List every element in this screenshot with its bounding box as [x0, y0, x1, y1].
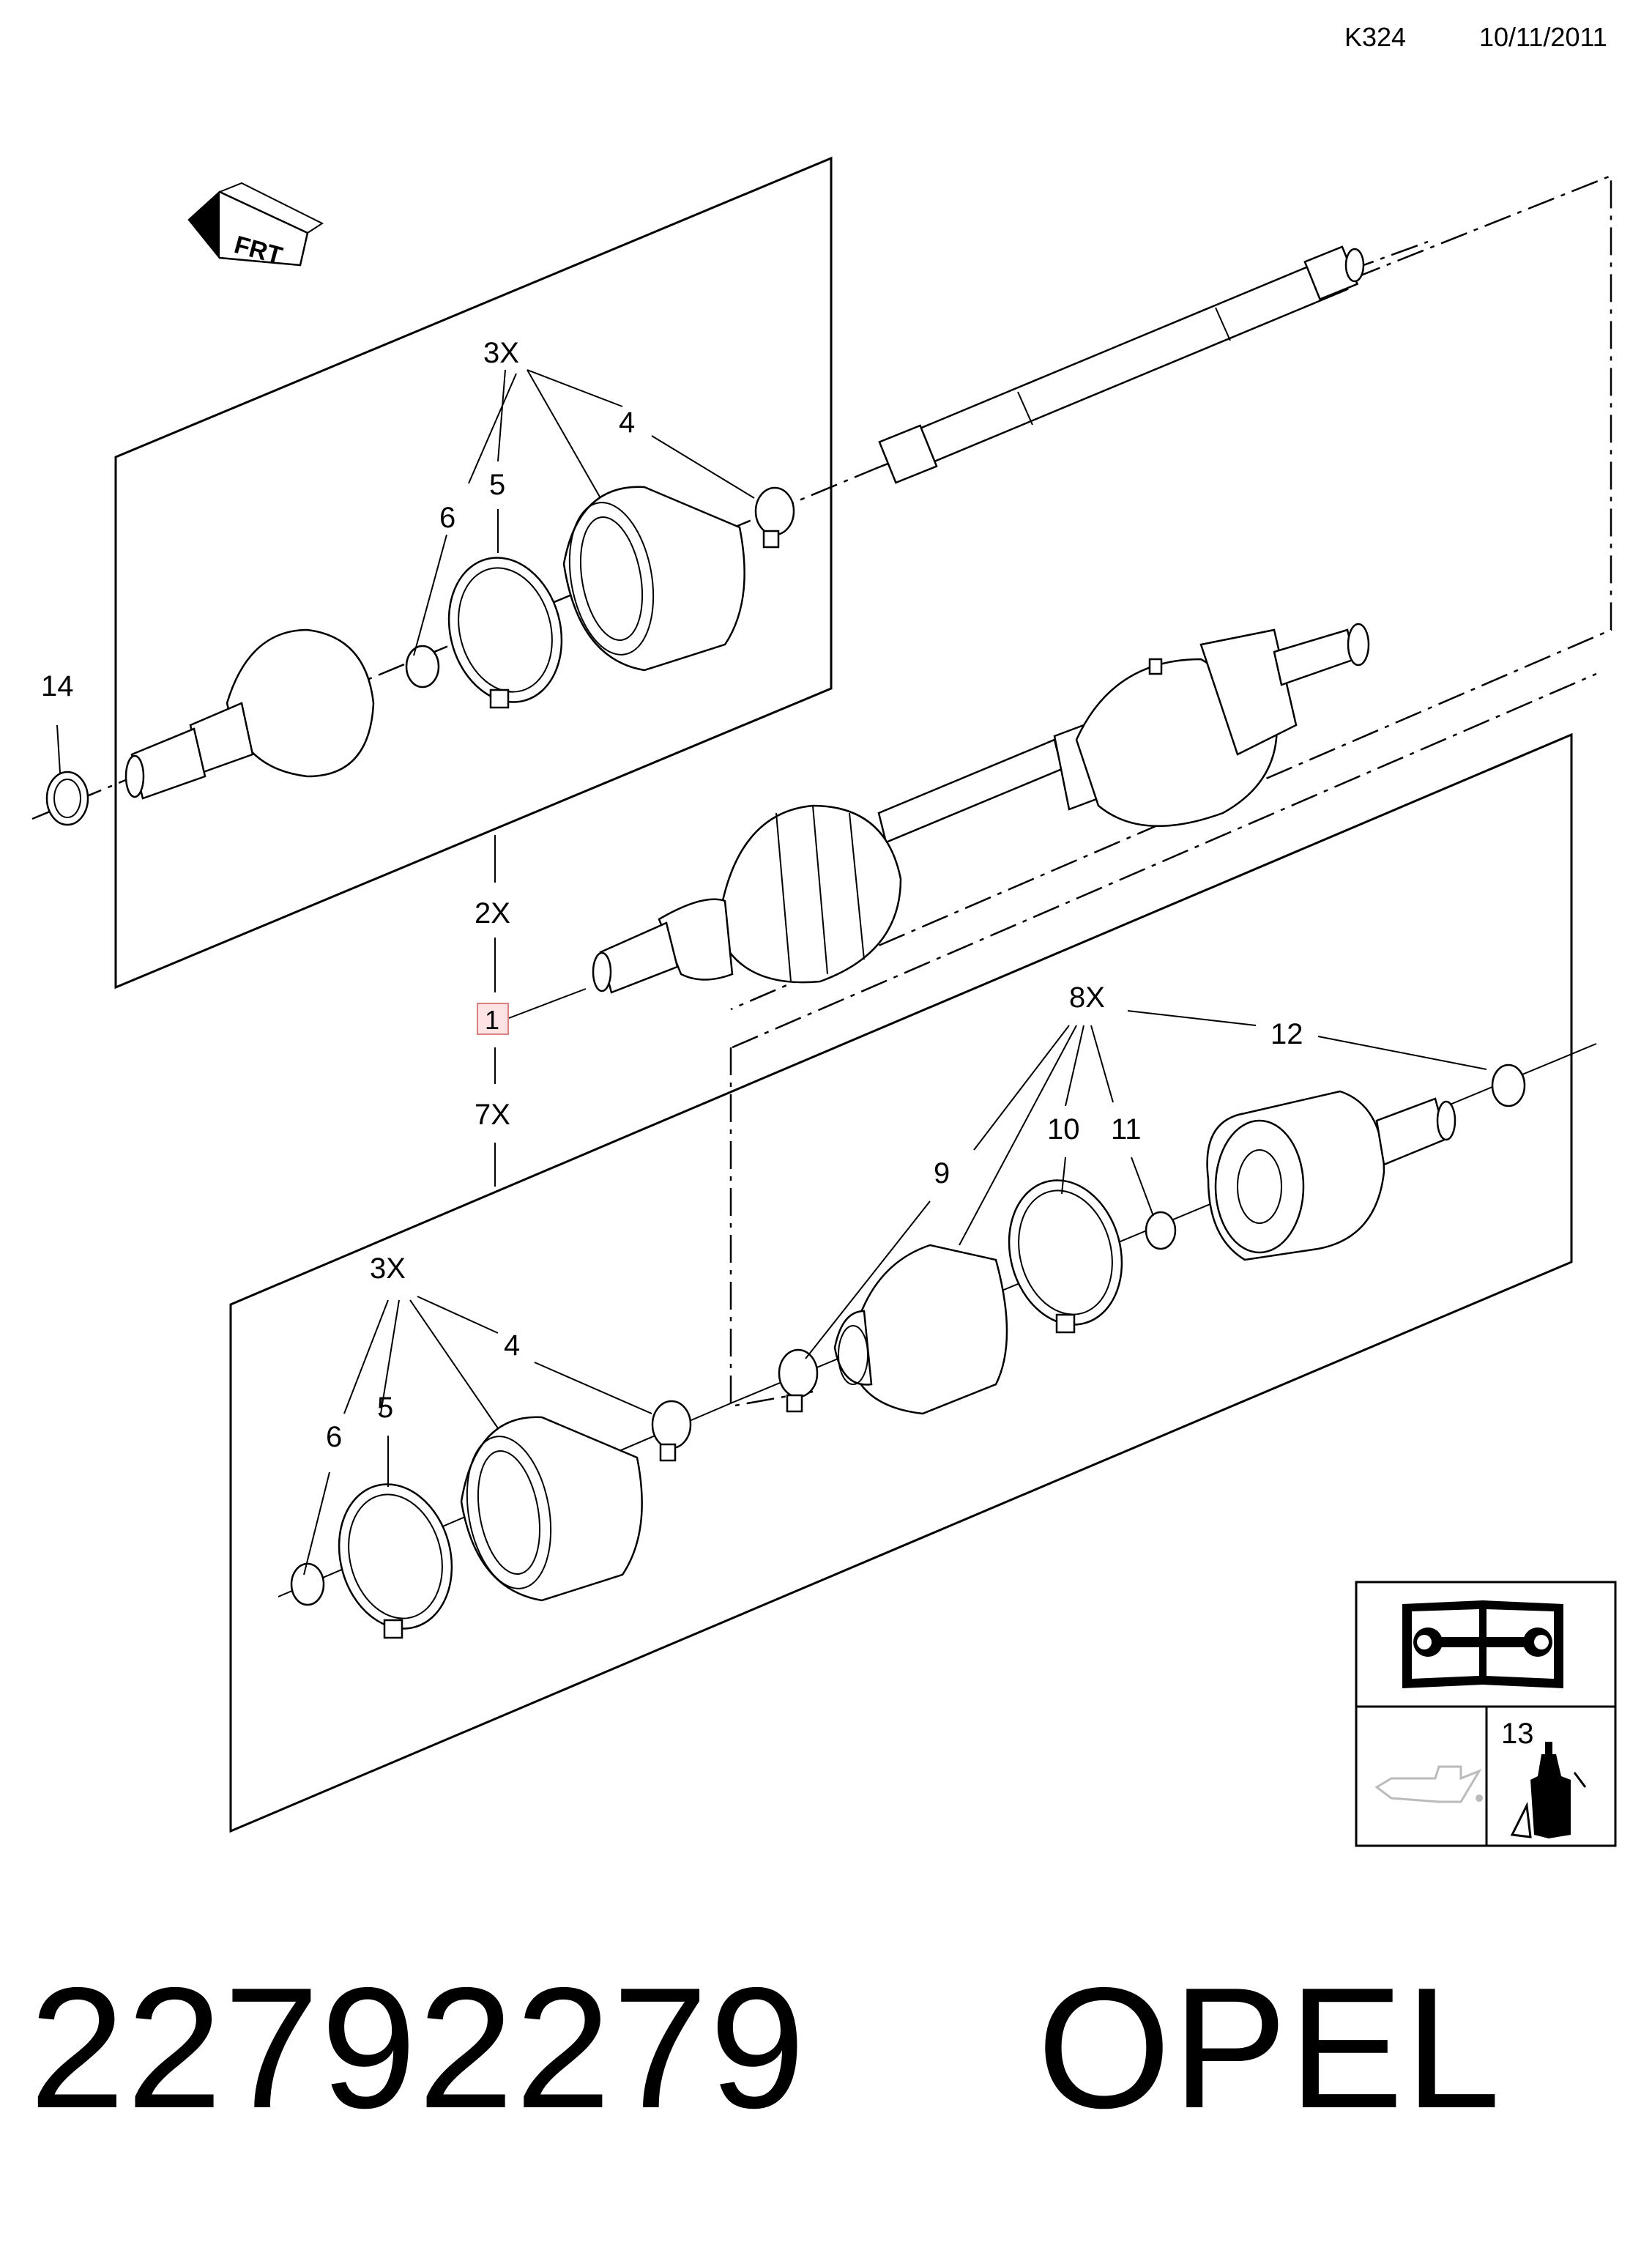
- diagram-code: K324: [1344, 22, 1407, 52]
- drive-shaft-assembly: [592, 623, 1370, 994]
- callout-6-top: 6: [439, 502, 455, 534]
- drive-shaft-bare: [878, 245, 1365, 484]
- clamp-5-top: [447, 557, 563, 709]
- callout-qty-7x: 7X: [475, 1099, 510, 1131]
- callout-6-bottom: 6: [326, 1421, 342, 1453]
- callout-1[interactable]: 1: [485, 1005, 499, 1035]
- callout-qty-3x-bottom: 3X: [370, 1252, 406, 1285]
- callout-12: 12: [1270, 1018, 1303, 1050]
- callout-13: 13: [1501, 1718, 1534, 1750]
- callout-qty-2x: 2X: [475, 897, 510, 929]
- diagram-date: 10/11/2011: [1479, 22, 1607, 52]
- lower-kit-panel: [229, 732, 1573, 1833]
- part-number-footer: 22792279 OPEL: [29, 1948, 1502, 2147]
- circlip-12: [1491, 1064, 1526, 1107]
- callout-10: 10: [1047, 1113, 1080, 1146]
- callout-4-top: 4: [619, 407, 635, 439]
- brand-name: OPEL: [1037, 1951, 1503, 2144]
- clamp-4-top: [754, 486, 795, 549]
- inner-tripod-housing: [1206, 1090, 1456, 1261]
- clamp-5-bottom: [338, 1483, 453, 1639]
- manual-wrench-icon: [1402, 1600, 1563, 1688]
- callout-labels: 3X 4 5 6 14 2X 1 7X 8X 12 9 10 11 3X 4 5…: [41, 337, 1303, 1453]
- callout-9: 9: [934, 1157, 950, 1189]
- leader-lines: [56, 369, 1487, 1575]
- callout-5-bottom: 5: [377, 1392, 393, 1424]
- outer-cv-joint: [124, 628, 375, 800]
- oil-can-icon: [1374, 1765, 1483, 1803]
- callout-5-top: 5: [489, 469, 505, 501]
- clamp-8x-small: [778, 1348, 819, 1413]
- boot-bottom: [460, 1416, 643, 1602]
- callout-qty-3x-top: 3X: [483, 337, 519, 369]
- clamp-4-bottom: [651, 1400, 692, 1462]
- boot-9: [833, 1244, 1008, 1415]
- upper-kit-panel: [114, 156, 833, 990]
- clamp-10: [1008, 1179, 1123, 1334]
- adhesive-bottle-icon: [1510, 1742, 1587, 1838]
- part-number: 22792279: [29, 1951, 807, 2144]
- boot-top: [562, 486, 745, 672]
- callout-11: 11: [1111, 1113, 1142, 1146]
- circlip-6-bottom: [290, 1562, 325, 1606]
- callout-4-bottom: 4: [504, 1329, 520, 1362]
- service-info-box: [1355, 1581, 1617, 1847]
- circlip-11: [1145, 1211, 1177, 1250]
- callout-qty-8x: 8X: [1069, 981, 1105, 1014]
- circlip-6-top: [405, 645, 440, 688]
- callout-14: 14: [41, 670, 74, 702]
- callout-1-highlight-box[interactable]: [477, 1003, 509, 1035]
- front-direction-icon: FRT: [187, 182, 324, 270]
- circlip-14: [45, 771, 89, 826]
